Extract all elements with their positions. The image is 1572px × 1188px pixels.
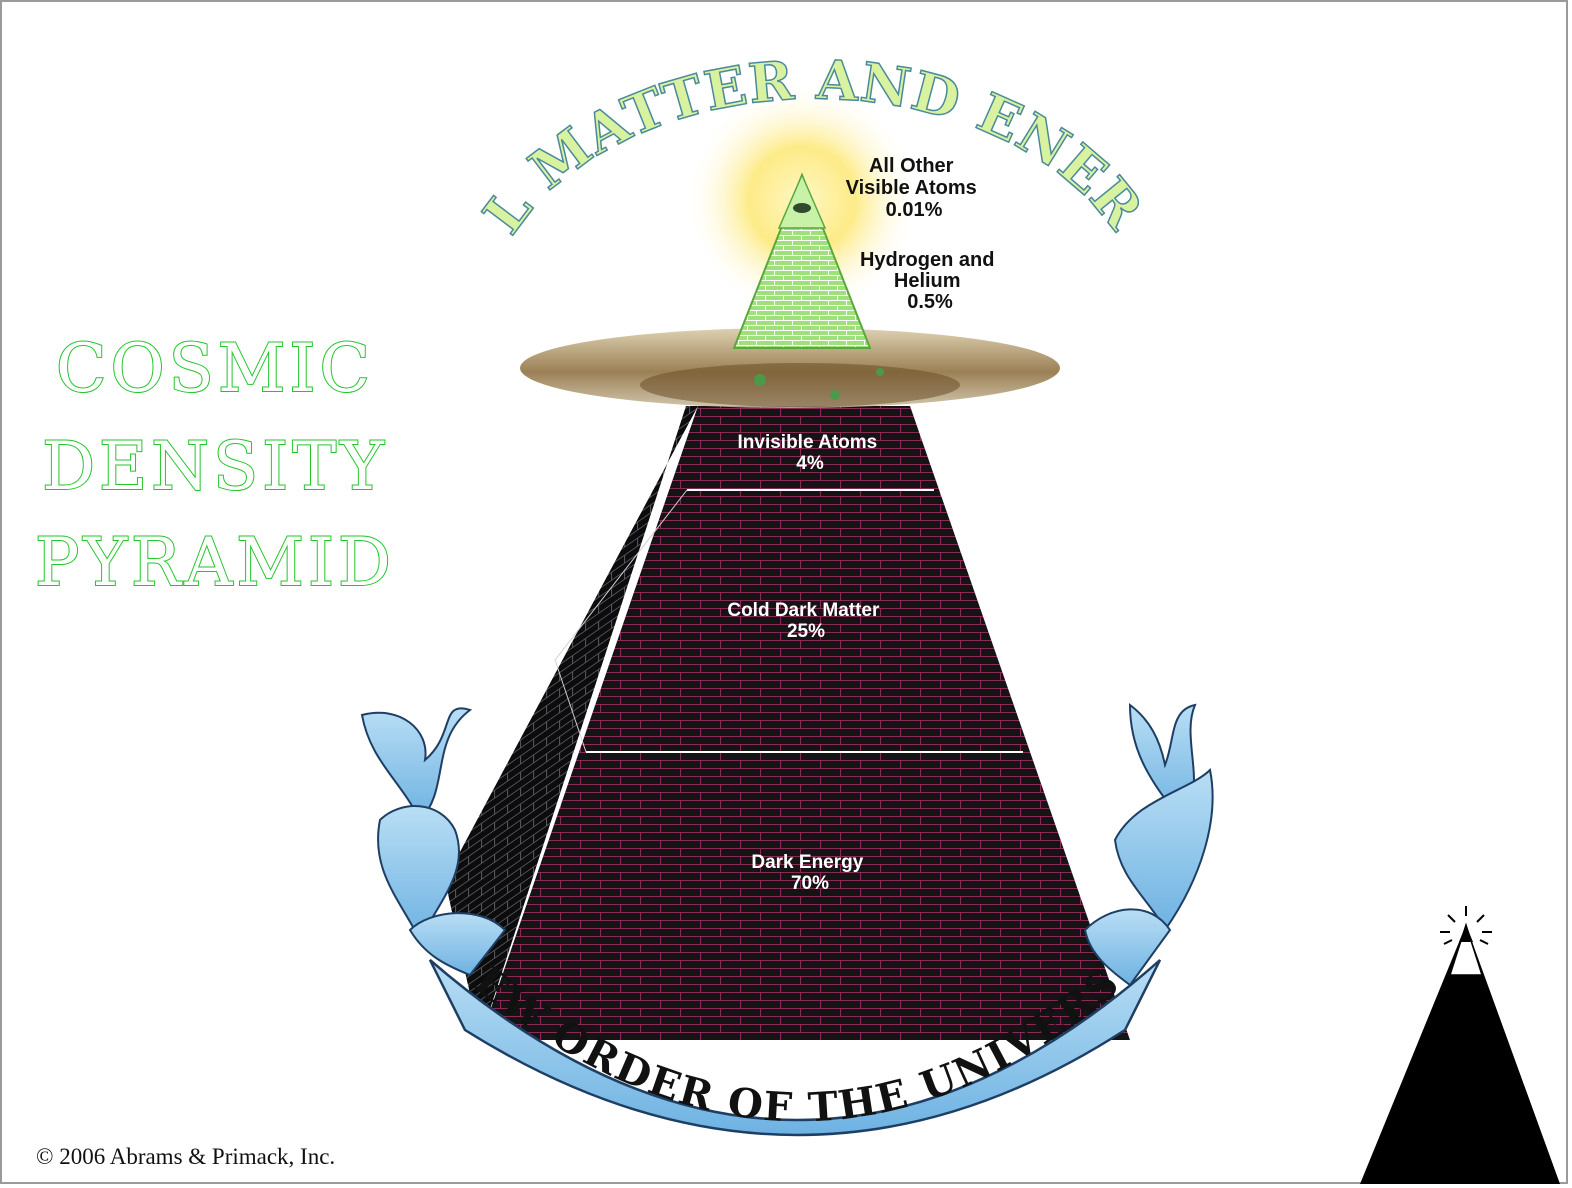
side-edge-2	[554, 659, 587, 753]
earth-layer	[520, 328, 1060, 408]
side-edge-1	[554, 489, 688, 661]
eye-icon	[793, 203, 811, 213]
main-pyramid	[445, 406, 1130, 1040]
cap-pyramid-body	[732, 172, 872, 349]
title-line-2: DENSITY	[41, 427, 388, 506]
ribbon-left-end	[360, 707, 507, 977]
pyramid-side-face	[445, 406, 698, 1040]
ribbon-right-end	[1083, 702, 1214, 987]
label-hydrogen-helium: Hydrogen and Helium 0.5%	[860, 249, 1000, 313]
label-cold-dark-matter: Cold Dark Matter 25%	[727, 600, 884, 642]
label-dark-energy: Dark Energy 70%	[751, 852, 868, 894]
pyramid-front-face	[480, 406, 1130, 1040]
cap-apex	[777, 173, 827, 229]
arc-banner-text: ALL MATTER AND ENERGY	[0, 0, 1156, 245]
title-line-3: PYRAMID	[34, 523, 395, 602]
sun-rays-icon	[1440, 906, 1492, 945]
small-pyramid-icon	[1360, 906, 1560, 1184]
label-other-atoms: All Other Visible Atoms 0.01%	[846, 155, 983, 221]
ribbon-band	[428, 959, 1162, 1137]
cap-pyramid	[732, 172, 872, 349]
copyright-text: © 2006 Abrams & Primack, Inc.	[36, 1144, 336, 1169]
label-invisible-atoms: Invisible Atoms 4%	[738, 432, 883, 474]
title-line-1: COSMIC	[55, 329, 374, 408]
